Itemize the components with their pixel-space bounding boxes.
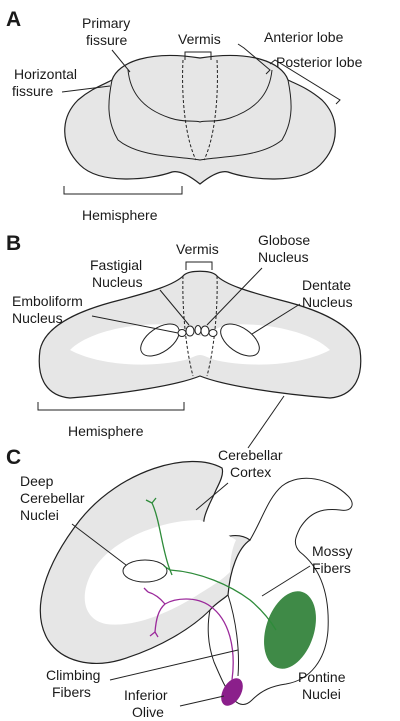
panel-b-globose-left <box>200 325 210 337</box>
panel-b-globose-label-2: Nucleus <box>258 249 309 265</box>
panel-a-posterior-lobe-label: Posterior lobe <box>276 54 363 70</box>
panel-c-pontine-nuclei <box>264 591 316 669</box>
panel-b-fastigial-right <box>194 325 202 335</box>
panel-b-globose-label-1: Globose <box>258 232 310 248</box>
panel-c-cortex-label-2: Cortex <box>230 464 271 480</box>
panel-b-emboliform-label-2: Nucleus <box>12 310 63 326</box>
panel-a-vermis-label: Vermis <box>178 31 221 47</box>
panel-b-cortex-pointer <box>247 395 285 449</box>
panel-a-letter: A <box>6 8 21 31</box>
panel-b-vermis-left <box>182 275 194 377</box>
panel-b-dentate-label-2: Nucleus <box>302 294 353 310</box>
panel-c-climbing-fiber-branch <box>143 587 166 638</box>
panel-b-vermis-label: Vermis <box>176 241 219 257</box>
panel-b-globose-pointer <box>206 267 263 326</box>
panel-b-dentate-pointer <box>251 303 301 335</box>
panel-b-globose-right <box>208 329 218 337</box>
panel-b-letter: B <box>6 232 21 255</box>
panel-b-hemisphere-label: Hemisphere <box>68 423 144 439</box>
panel-b-emboliform-left <box>140 323 180 357</box>
panel-a-hemisphere-label: Hemisphere <box>82 207 158 223</box>
panel-c-deep-nuclei-pointer <box>71 523 127 566</box>
panel-b-emboliform-pointer <box>91 315 179 334</box>
panel-c-mossy-pointer <box>261 565 311 597</box>
panel-c-olive-pointer <box>179 695 225 707</box>
panel-c-cortex-pointer <box>195 482 229 511</box>
panel-a-horizontal-fissure-pointer <box>61 85 111 93</box>
panel-c-climbing-pointer <box>109 649 239 681</box>
panel-c-climbing-label-2: Fibers <box>52 684 91 700</box>
panel-b-dentate-nucleus <box>220 323 260 357</box>
panel-a-vermis-right <box>203 59 218 161</box>
panel-a: A Vermis Primary fissure Horizontal fiss… <box>6 8 363 223</box>
panel-a-posterior-lobe-bracket <box>269 59 341 105</box>
panel-b-emboliform-label-1: Emboliform <box>12 293 83 309</box>
panel-c-brainstem-front <box>227 594 239 677</box>
panel-c-deep-nuclei-label-3: Nuclei <box>20 507 59 523</box>
panel-a-hemisphere-bracket <box>63 186 183 195</box>
panel-c-olive-label-2: Olive <box>132 704 164 720</box>
panel-b-vermis-right <box>206 275 218 377</box>
panel-b-fastigial-label-2: Nucleus <box>92 274 143 290</box>
panel-a-cerebellum-outline <box>64 54 336 185</box>
panel-c-climbing-label-1: Climbing <box>46 667 100 683</box>
panel-c-climbing-fiber <box>154 598 234 681</box>
panel-c-olive-label-1: Inferior <box>124 687 168 703</box>
panel-a-primary-fissure-label-2: fissure <box>86 32 127 48</box>
panel-b-white-matter <box>70 324 330 365</box>
panel-a-primary-fissure <box>127 69 273 123</box>
panel-b-vermis-bracket <box>185 261 213 270</box>
panel-c: C Cerebellar Cortex Deep Cerebellar Nucl… <box>6 446 353 720</box>
panel-b-hemisphere-bracket <box>37 402 185 411</box>
panel-c-inferior-olive <box>221 678 243 706</box>
panel-b-cerebellum-outline <box>38 270 362 399</box>
panel-c-pontine-label-2: Nuclei <box>302 686 341 702</box>
panel-c-mossy-fiber <box>151 502 277 631</box>
panel-a-vermis-left <box>182 59 197 161</box>
panel-a-anterior-lobe-bracket <box>237 43 271 75</box>
panel-a-horizontal-fissure <box>108 79 292 161</box>
panel-b-fastigial-pointer <box>159 289 190 326</box>
panel-b-fastigial-left <box>185 325 195 337</box>
panel-a-anterior-lobe-label: Anterior lobe <box>264 29 344 45</box>
panel-c-mossy-label-1: Mossy <box>312 543 352 559</box>
panel-c-mossy-fiber-branch <box>145 497 173 576</box>
panel-a-primary-fissure-label-1: Primary <box>82 15 130 31</box>
panel-b-fastigial-label-1: Fastigial <box>90 257 142 273</box>
panel-b: B Vermis Fastigial Nucleus Globose Nucle… <box>6 232 362 449</box>
panel-a-horizontal-fissure-label-1: Horizontal <box>14 66 77 82</box>
panel-a-vermis-bracket <box>184 51 212 60</box>
panel-a-horizontal-fissure-label-2: fissure <box>12 83 53 99</box>
panel-c-letter: C <box>6 446 21 469</box>
panel-c-deep-nuclei-label-1: Deep <box>20 473 54 489</box>
panel-c-cortex-label-1: Cerebellar <box>218 447 283 463</box>
panel-a-primary-fissure-pointer <box>111 49 131 73</box>
panel-c-pontine-label-1: Pontine <box>298 669 346 685</box>
panel-b-nucleus-small-1 <box>177 329 187 337</box>
panel-c-deep-nuclei-label-2: Cerebellar <box>20 490 85 506</box>
panel-c-deep-nucleus <box>122 559 168 583</box>
panel-b-dentate-label-1: Dentate <box>302 277 351 293</box>
panel-c-mossy-label-2: Fibers <box>312 560 351 576</box>
